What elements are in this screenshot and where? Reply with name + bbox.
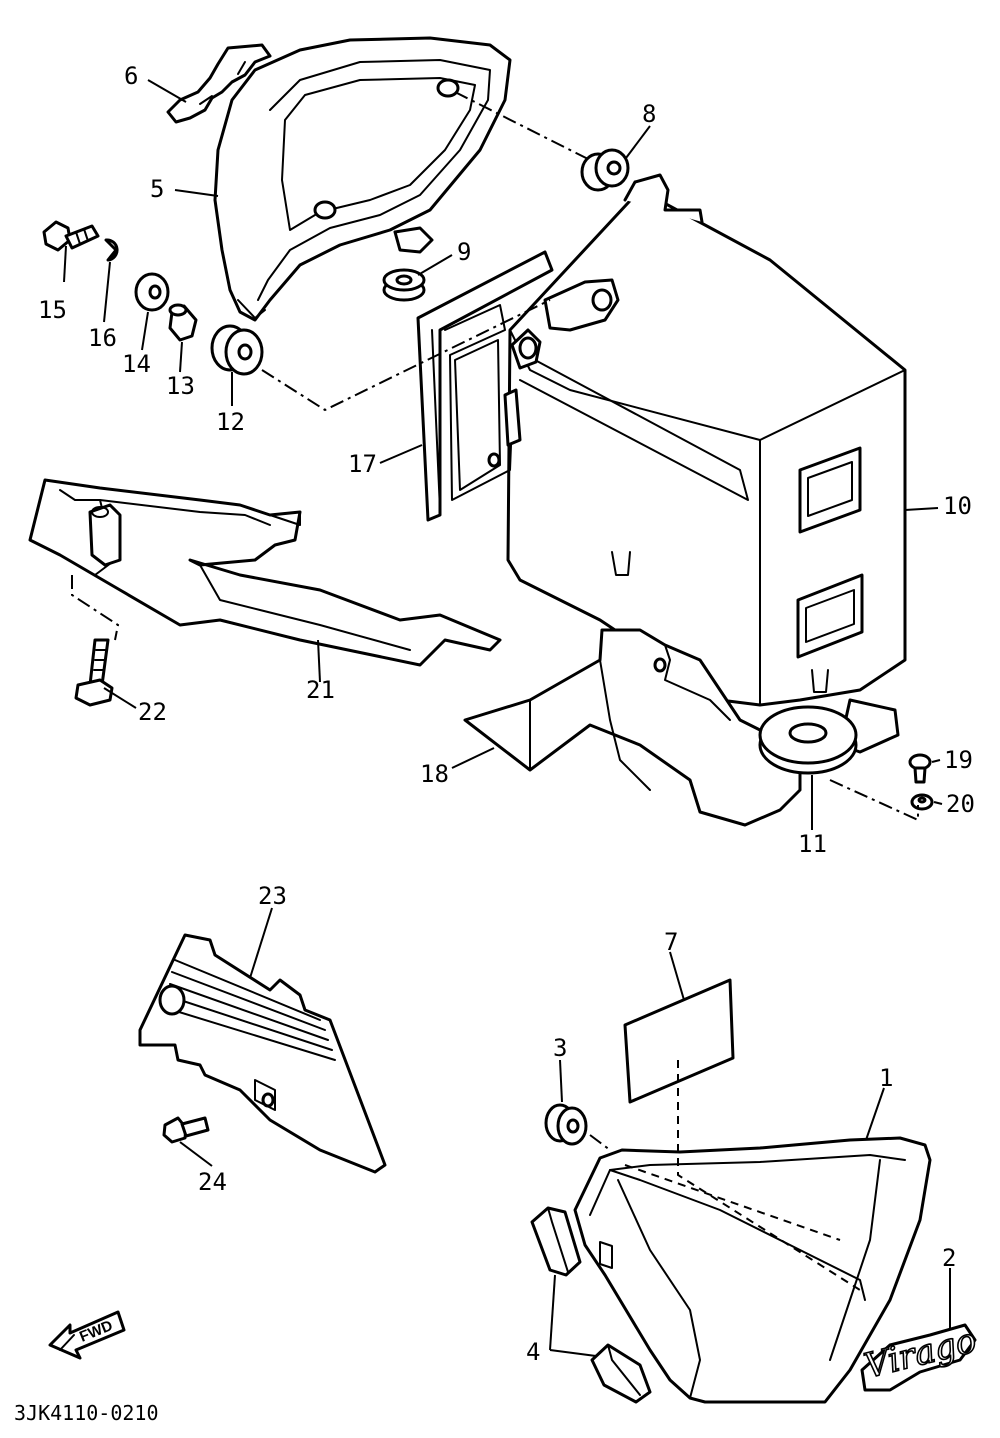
part-6-bracket [166,43,272,124]
callout-5: 5 [150,175,164,203]
part-11-grommet [758,705,858,775]
part-4-pads [530,1206,652,1404]
assembly-lines [71,91,919,1291]
callout-15: 15 [38,296,67,324]
part-10-battery-box [506,173,907,707]
callout-12: 12 [216,408,245,436]
part-23-cover-plate [138,933,387,1174]
callout-23: 23 [258,882,287,910]
part-24-bolt [162,1116,210,1144]
callout-17: 17 [348,450,377,478]
callout-11: 11 [798,830,827,858]
callout-19: 19 [944,746,973,774]
callout-21: 21 [306,676,335,704]
part-20-washer [910,793,934,811]
callout-labels: 6 5 8 9 15 16 14 13 12 17 10 21 22 18 19… [38,62,975,1366]
callout-14: 14 [122,350,151,378]
part-5-cover-frame [213,36,512,322]
part-7-label-plate [623,978,735,1104]
part-8-grommet [580,148,630,192]
callout-22: 22 [138,698,167,726]
callout-16: 16 [88,324,117,352]
callout-20: 20 [946,790,975,818]
part-19-screw [908,753,932,784]
callout-10: 10 [943,492,972,520]
fwd-direction-arrow: FWD [48,1310,126,1360]
part-3-grommet [544,1103,588,1146]
part-13-collar [168,303,198,342]
callout-1: 1 [879,1064,893,1092]
callout-7: 7 [664,928,678,956]
callout-8: 8 [642,100,656,128]
callout-3: 3 [553,1034,567,1062]
part-9-grommet [382,268,426,302]
part-2-emblem: Virago [860,1320,981,1392]
emblem-logo-text: Virago [861,1320,981,1386]
callout-4: 4 [526,1338,540,1366]
callout-9: 9 [457,238,471,266]
part-15-bolt [42,220,100,252]
part-12-grommet [210,324,264,376]
diagram-code: 3JK4110-0210 [14,1401,159,1425]
leader-lines [63,79,951,1357]
part-22-bolt [74,638,114,707]
callout-6: 6 [124,62,138,90]
part-21-bracket [28,478,502,667]
callout-2: 2 [942,1244,956,1272]
part-16-lockwasher [104,238,119,262]
part-14-washer [134,272,170,312]
callout-24: 24 [198,1168,227,1196]
callout-18: 18 [420,760,449,788]
part-1-side-cover [573,1136,932,1404]
part-17-bracket [416,250,554,522]
callout-13: 13 [166,372,195,400]
